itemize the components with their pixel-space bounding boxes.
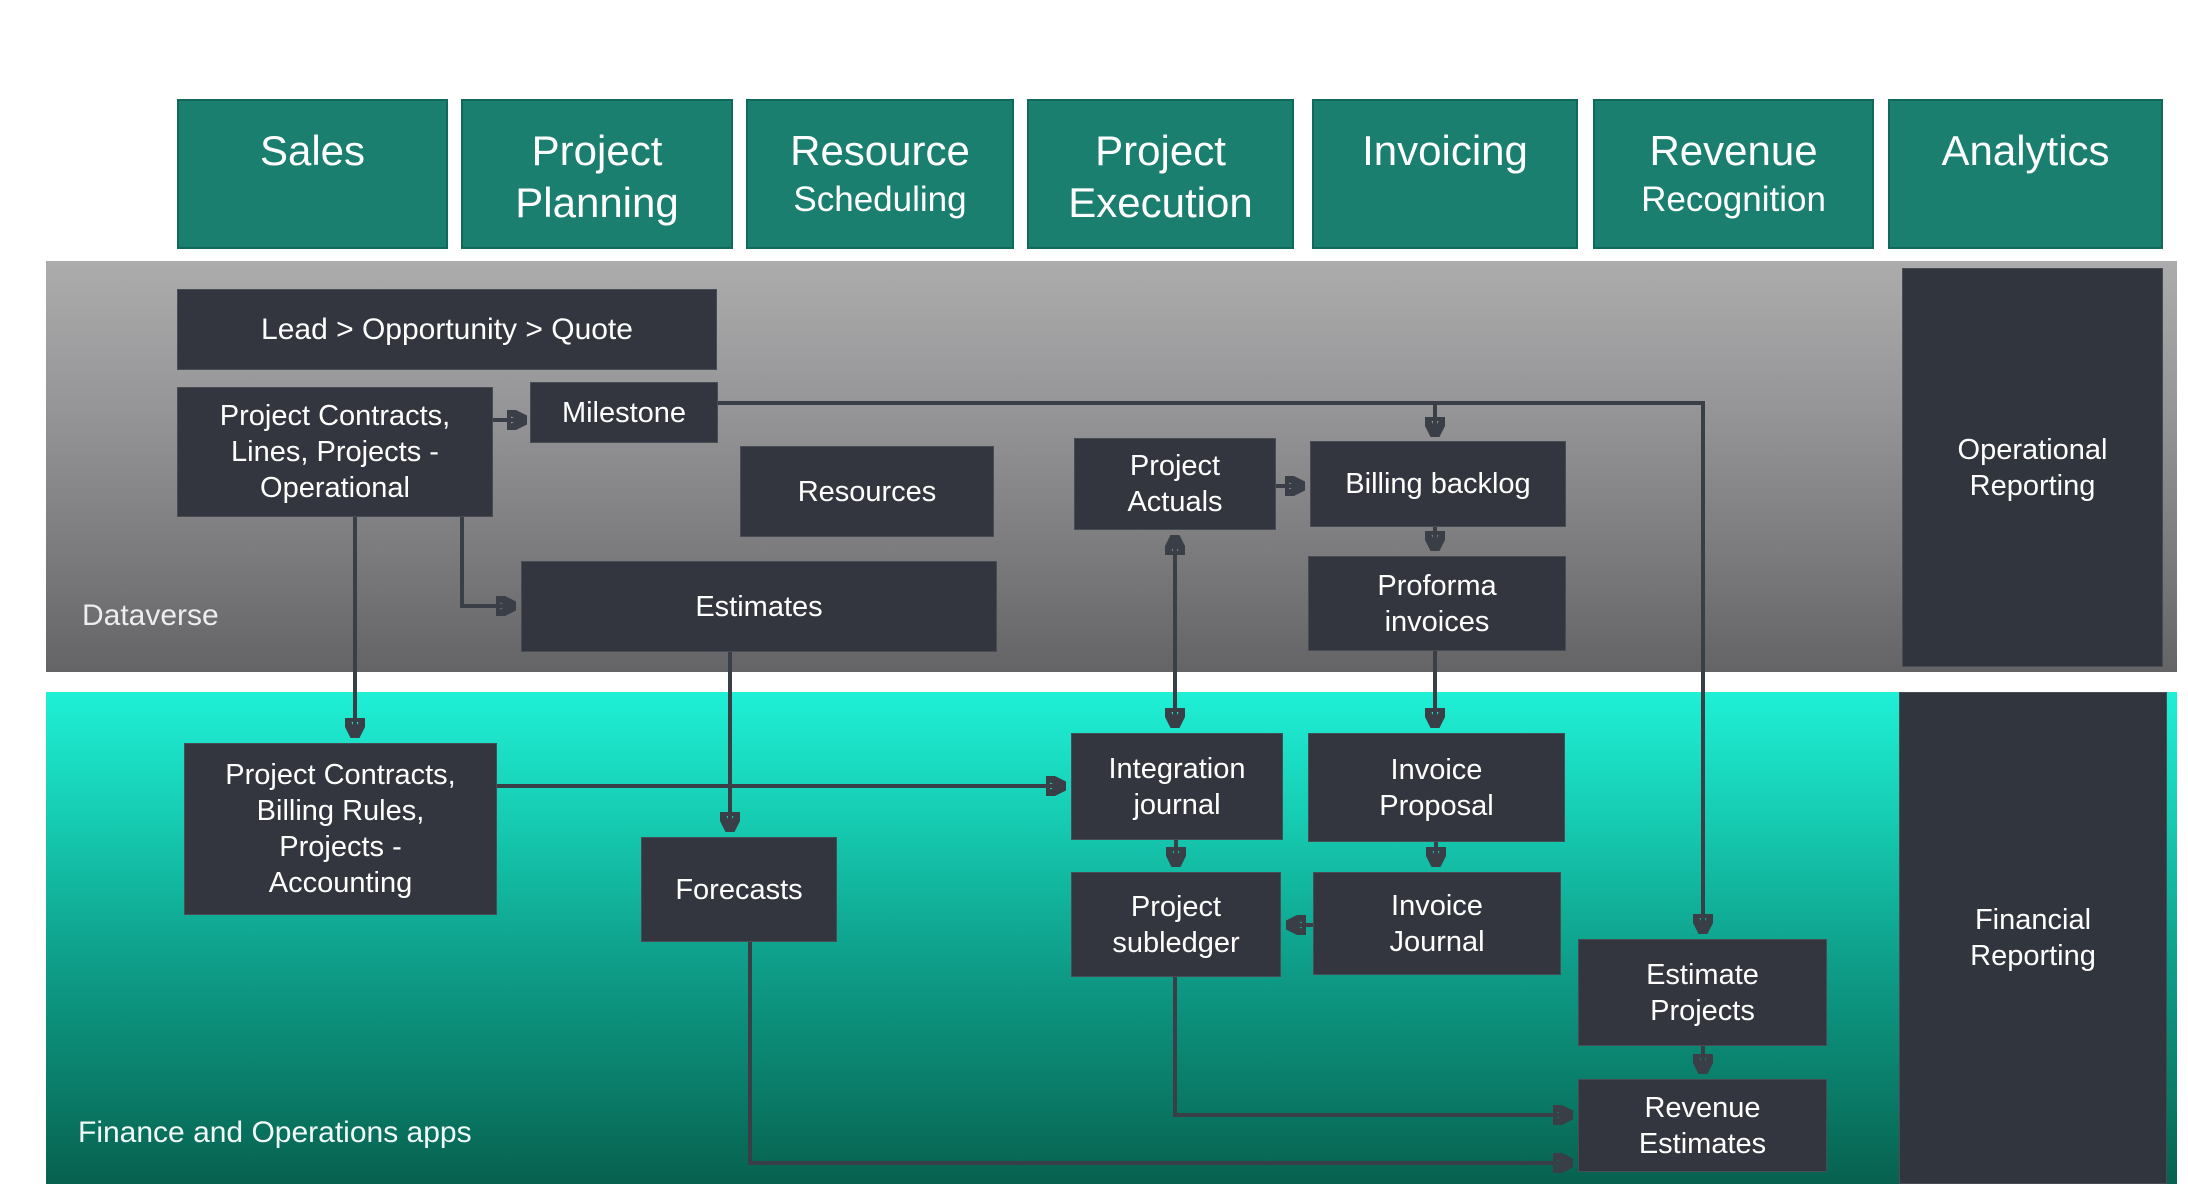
node-invoice-proposal: Invoice Proposal [1308,733,1565,842]
stage-project-planning: Project Planning [461,99,733,249]
dataverse-band-label: Dataverse [82,599,219,632]
stage-sublabel: Recognition [1641,180,1826,219]
stage-label: Resource [790,127,970,174]
node-label: Milestone [561,396,687,429]
node-label: Financial Reporting [1970,904,2096,972]
node-label: Project Contracts, Billing Rules, Projec… [225,759,456,899]
stage-invoicing: Invoicing [1312,99,1578,249]
stage-resource-scheduling: Resource Scheduling [746,99,1014,249]
stage-label: Invoicing [1362,127,1528,174]
node-estimates: Estimates [521,561,997,652]
node-label: Resources [797,475,937,508]
node-integration-journal: Integration journal [1071,733,1283,840]
node-label: Lead > Opportunity > Quote [261,312,633,346]
stage-label: Project Planning [515,127,679,226]
node-project-contracts-operational: Project Contracts, Lines, Projects - Ope… [177,387,493,517]
stage-project-execution: Project Execution [1027,99,1294,249]
stage-sales: Sales [177,99,448,249]
node-label: Revenue Estimates [1638,1091,1767,1160]
node-milestone: Milestone [530,382,718,443]
stage-sublabel: Scheduling [793,180,967,219]
stage-analytics: Analytics [1888,99,2163,249]
node-label: Project subledger [1112,890,1240,959]
node-label: Invoice Proposal [1379,753,1494,822]
node-label: Forecasts [675,873,803,906]
stage-label: Sales [259,127,366,174]
node-label: Proforma invoices [1377,569,1497,638]
stage-label: Revenue [1649,127,1818,174]
node-financial-reporting: Financial Reporting [1899,692,2167,1184]
node-label: Operational Reporting [1957,433,2108,502]
stage-label: Project Execution [1068,127,1253,226]
node-label: Estimates [695,590,823,623]
node-billing-backlog: Billing backlog [1310,441,1566,527]
node-label: Integration journal [1108,752,1246,821]
node-label: Billing backlog [1345,468,1531,500]
node-proforma-invoices: Proforma invoices [1308,556,1566,651]
node-invoice-journal: Invoice Journal [1313,872,1561,975]
node-project-actuals: Project Actuals [1074,438,1276,530]
node-project-contracts-accounting: Project Contracts, Billing Rules, Projec… [184,743,497,915]
node-revenue-estimates: Revenue Estimates [1578,1079,1827,1172]
node-project-subledger: Project subledger [1071,872,1281,977]
node-label: Invoice Journal [1389,889,1485,958]
node-estimate-projects: Estimate Projects [1578,939,1827,1046]
node-operational-reporting: Operational Reporting [1902,268,2163,667]
stage-revenue-recognition: Revenue Recognition [1593,99,1874,249]
stage-label: Analytics [1941,127,2110,174]
node-label: Project Contracts, Lines, Projects - Ope… [219,400,451,504]
node-label: Project Actuals [1127,450,1223,518]
node-resources: Resources [740,446,994,537]
node-lead-opportunity-quote: Lead > Opportunity > Quote [177,289,717,370]
node-label: Estimate Projects [1646,958,1759,1027]
finance-operations-band-label: Finance and Operations apps [78,1116,472,1149]
node-forecasts: Forecasts [641,837,837,942]
